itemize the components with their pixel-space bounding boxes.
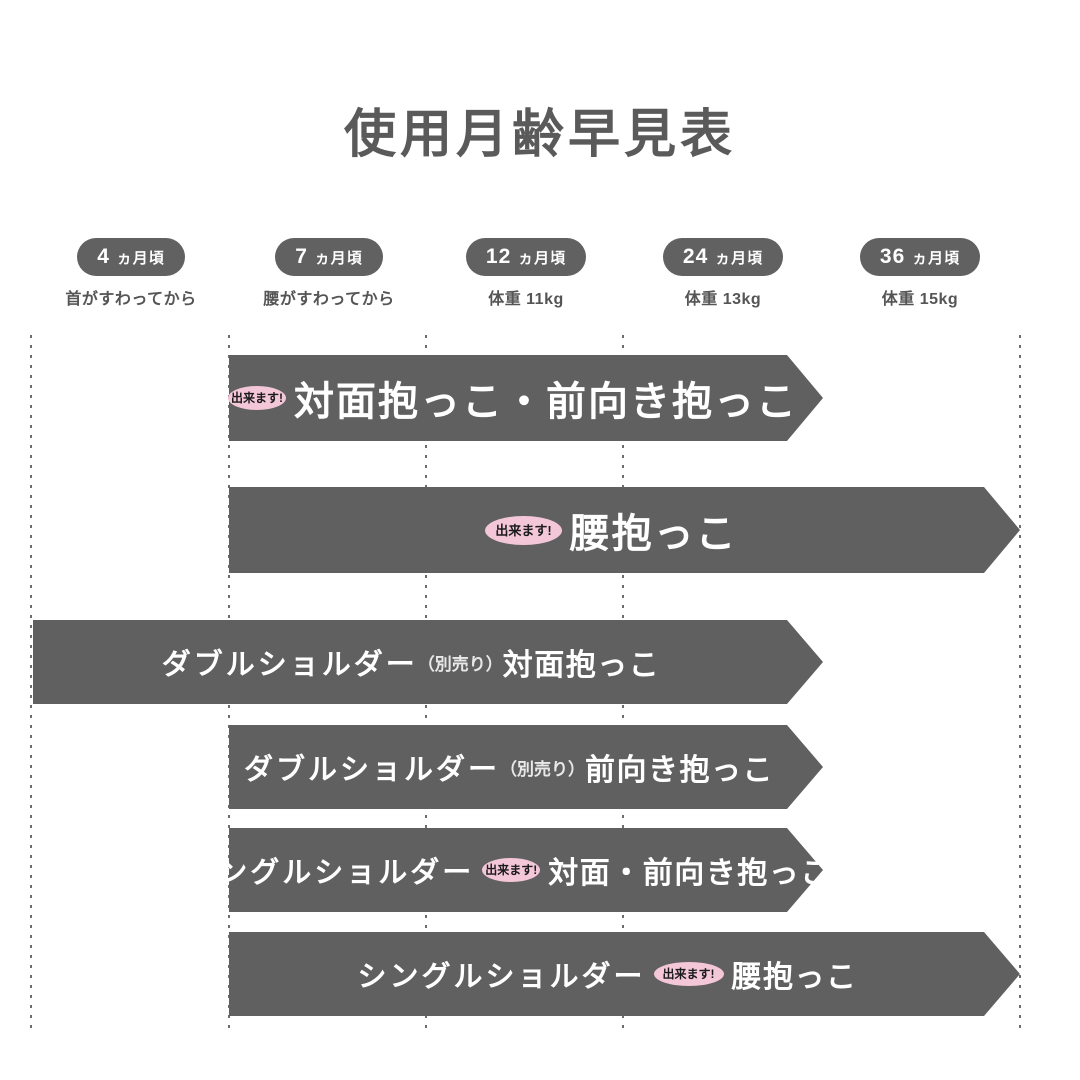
age-unit: ヵ月頃 [715, 250, 764, 267]
age-sub-4m: 首がすわってから [65, 291, 197, 309]
bar-shape-1 [229, 355, 823, 441]
bar-label-1: 出来ます! 対面抱っこ・前向き抱っこ [228, 369, 823, 427]
bar-label-5: シングルショルダー 出来ます! 対面・前向き抱っこ [186, 848, 830, 892]
age-pill-12m: 12 ヵ月頃 [465, 238, 587, 277]
bar-main-text-2: 腰抱っこ [569, 512, 738, 556]
bar-row-6[interactable]: シングルショルダー 出来ます! 腰抱っこ [229, 932, 1020, 1016]
bar-label-2: 出来ます! 腰抱っこ [229, 501, 1020, 559]
bar-pre-text-4: ダブルショルダー [243, 754, 500, 786]
bar-main-text-1: 対面抱っこ・前向き抱っこ [294, 380, 798, 424]
age-sub-7m: 腰がすわってから [263, 291, 395, 309]
age-value: 36 [879, 245, 906, 268]
bar-pre-text-6: シングルショルダー [357, 961, 646, 993]
age-value: 24 [682, 245, 709, 268]
page-title: 使用月齢早見表 [343, 106, 736, 164]
age-pill-24m: 24 ヵ月頃 [662, 238, 784, 277]
bar-row-5[interactable]: シングルショルダー 出来ます! 対面・前向き抱っこ [186, 828, 830, 912]
age-pill-36m: 36 ヵ月頃 [859, 238, 981, 277]
bar-pre-text-5: シングルショルダー [186, 857, 475, 889]
available-badge-icon: 出来ます! [485, 515, 562, 545]
age-unit: ヵ月頃 [518, 250, 567, 267]
available-badge-icon: 出来ます! [228, 386, 286, 410]
bar-row-3[interactable]: ダブルショルダー （別売り） 対面抱っこ [33, 620, 823, 704]
bar-row-4[interactable]: ダブルショルダー （別売り） 前向き抱っこ [229, 725, 823, 809]
axis-column-7m: 7 ヵ月頃 腰がすわってから [229, 238, 429, 309]
available-badge-icon: 出来ます! [653, 962, 724, 986]
age-unit: ヵ月頃 [912, 250, 961, 267]
age-sub-24m: 体重 13kg [684, 291, 762, 309]
age-pill-7m: 7 ヵ月頃 [275, 238, 383, 277]
axis-column-12m: 12 ヵ月頃 体重 11kg [426, 238, 626, 309]
bar-row-1[interactable]: 出来ます! 対面抱っこ・前向き抱っこ [228, 355, 823, 441]
age-sub-36m: 体重 15kg [881, 291, 959, 309]
age-pill-4m: 4 ヵ月頃 [77, 238, 185, 277]
bar-shape-3 [33, 620, 823, 704]
axis-column-24m: 24 ヵ月頃 体重 13kg [623, 238, 823, 309]
age-value: 12 [485, 245, 512, 268]
gridline-4m [30, 335, 32, 1035]
bar-shape-6 [229, 932, 1020, 1016]
age-value: 7 [295, 245, 308, 268]
available-badge-icon: 出来ます! [482, 858, 541, 882]
axis-column-36m: 36 ヵ月頃 体重 15kg [820, 238, 1020, 309]
age-value: 4 [97, 245, 110, 268]
axis-column-4m: 4 ヵ月頃 首がすわってから [31, 238, 231, 309]
bar-label-6: シングルショルダー 出来ます! 腰抱っこ [229, 952, 1020, 996]
bar-note-text-4: （別売り） [500, 759, 585, 779]
gridline-36m [1019, 335, 1021, 1035]
bar-note-text-3: （別売り） [417, 654, 503, 674]
age-unit: ヵ月頃 [314, 250, 363, 267]
bar-row-2[interactable]: 出来ます! 腰抱っこ [229, 487, 1020, 573]
bar-pre-text-3: ダブルショルダー [161, 649, 418, 681]
bar-main-text-3: 対面抱っこ [502, 649, 661, 682]
bar-main-text-6: 腰抱っこ [731, 961, 858, 994]
bar-main-text-5: 対面・前向き抱っこ [548, 857, 832, 890]
bar-label-3: ダブルショルダー （別売り） 対面抱っこ [33, 640, 823, 684]
bar-shape-4 [229, 725, 823, 809]
bar-main-text-4: 前向き抱っこ [585, 754, 774, 787]
bar-shape-2 [229, 487, 1020, 573]
age-sub-12m: 体重 11kg [488, 291, 564, 309]
bar-label-4: ダブルショルダー （別売り） 前向き抱っこ [229, 745, 823, 789]
age-unit: ヵ月頃 [116, 250, 165, 267]
